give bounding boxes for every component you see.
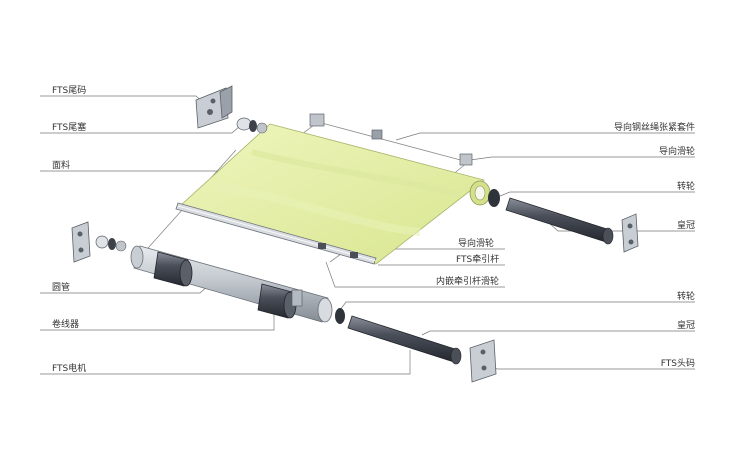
leader-tail-bracket bbox=[40, 95, 206, 105]
tail-bracket-top bbox=[195, 85, 233, 129]
label-tail-bracket: FTS尾码 bbox=[52, 86, 87, 96]
leader-crown-top bbox=[547, 221, 695, 232]
head-bracket-top bbox=[621, 213, 639, 253]
label-head-bracket: FTS头码 bbox=[660, 359, 695, 369]
head-bracket-bottom bbox=[469, 339, 497, 383]
tail-bracket-bottom bbox=[71, 221, 91, 263]
fabric-sheet bbox=[179, 123, 485, 265]
winder-right bbox=[257, 283, 303, 319]
label-winder: 卷线器 bbox=[52, 320, 80, 330]
label-idler-bottom: 转轮 bbox=[676, 292, 695, 302]
leader-wire-kit bbox=[395, 132, 695, 141]
motor-top bbox=[488, 189, 614, 245]
label-tube: 圆管 bbox=[52, 283, 71, 293]
leader-idler-top bbox=[499, 191, 695, 197]
tail-plug-top bbox=[236, 117, 268, 134]
label-crown-top: 皇冠 bbox=[676, 221, 695, 231]
label-traction-bar: FTS牵引杆 bbox=[456, 255, 500, 265]
winder-left bbox=[153, 251, 193, 287]
leader-bar-pulley bbox=[325, 261, 505, 288]
label-wire-tension-kit: 导向钢丝绳张紧套件 bbox=[613, 123, 695, 133]
label-crown-bottom: 皇冠 bbox=[676, 321, 695, 331]
label-bar-inner-pulley: 内嵌牵引杆滑轮 bbox=[436, 277, 500, 287]
label-tail-plug: FTS尾塞 bbox=[52, 123, 87, 133]
label-idler-top: 转轮 bbox=[676, 182, 695, 192]
leader-lines bbox=[40, 95, 695, 375]
label-motor: FTS电机 bbox=[52, 364, 87, 374]
leader-idler-bottom bbox=[339, 301, 695, 311]
tail-plug-bottom bbox=[95, 235, 127, 252]
label-guide-pulley-top: 导向滑轮 bbox=[658, 147, 695, 157]
leader-crown-bottom bbox=[421, 330, 695, 336]
wire-tension-kit bbox=[309, 113, 473, 166]
fabric-roller-end bbox=[469, 180, 491, 206]
leader-guide-top bbox=[469, 156, 695, 161]
motor-bottom bbox=[335, 308, 462, 365]
leader-motor bbox=[40, 350, 411, 375]
traction-bar bbox=[175, 202, 377, 265]
label-fabric: 面料 bbox=[52, 161, 71, 171]
label-guide-pulley-bar: 导向滑轮 bbox=[458, 239, 495, 249]
leader-tail-plug bbox=[40, 125, 241, 134]
